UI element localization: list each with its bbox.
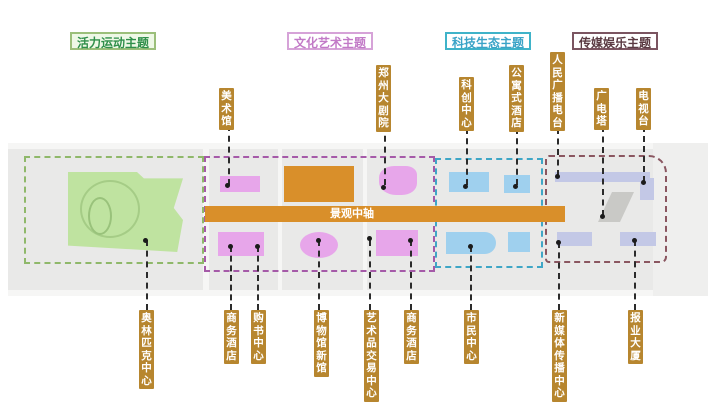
press-building-footprint <box>620 232 656 246</box>
label-book-center: 购书中心 <box>251 310 266 364</box>
civic-center-building <box>446 232 496 254</box>
theme-sports: 活力运动主题 <box>70 32 157 50</box>
theme-media: 传媒娱乐主题 <box>572 32 659 50</box>
label-zhengzhou-grand-theatre: 郑州大剧院 <box>376 65 391 132</box>
label-civic-center: 市民中心 <box>464 310 479 364</box>
civic-center-annex <box>508 232 530 252</box>
label-press-building: 报业大厦 <box>628 310 643 364</box>
label-museum-new-hall: 博物馆新馆 <box>314 310 329 377</box>
innovation-center-building <box>449 172 489 192</box>
new-media-building <box>557 232 592 246</box>
orange-plaza <box>284 166 354 202</box>
label-apartment-hotel: 公寓式酒店 <box>509 65 524 132</box>
label-tv-station: 电视台 <box>636 88 651 130</box>
label-business-hotel-1: 商务酒店 <box>224 310 239 364</box>
label-radio-tower: 广电塔 <box>594 88 609 130</box>
label-peoples-radio: 人民广播电台 <box>550 52 565 131</box>
landscape-axis <box>205 206 565 222</box>
theme-tech: 科技生态主题 <box>445 32 532 50</box>
theme-culture: 文化艺术主题 <box>287 32 374 50</box>
art-museum-building <box>220 176 260 192</box>
stadium-ring <box>80 180 140 238</box>
label-olympic-center: 奥林匹克中心 <box>139 310 154 389</box>
label-business-hotel-2: 商务酒店 <box>404 310 419 364</box>
label-art-museum: 美术馆 <box>219 88 234 130</box>
label-innovation-center: 科创中心 <box>459 77 474 131</box>
label-new-media-center: 新媒体传播中心 <box>552 310 567 402</box>
zone-sports <box>24 156 204 264</box>
label-art-trading-center: 艺术品交易中心 <box>364 310 379 402</box>
stadium-track <box>88 197 112 235</box>
landscape-axis-label: 景观中轴 <box>330 207 374 220</box>
